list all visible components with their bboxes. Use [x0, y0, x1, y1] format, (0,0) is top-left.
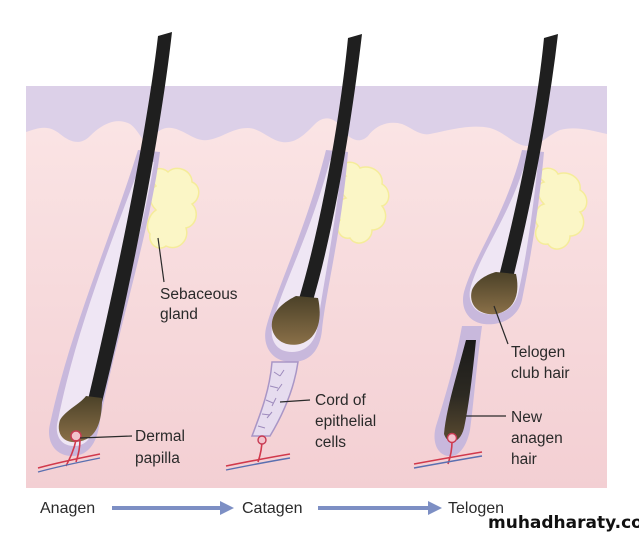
stage-catagen: Catagen	[242, 500, 303, 517]
leader-lines	[79, 237, 509, 439]
club-bulb-catagen	[271, 296, 320, 345]
arrow-right-icon	[112, 501, 234, 515]
vessel-blue-telogen	[413, 455, 483, 469]
labels: Sebaceous gland Dermal papilla Cord of e…	[135, 286, 570, 468]
watermark: muhadharaty.com	[488, 513, 639, 533]
stage-anagen: Anagen	[40, 500, 95, 517]
vessel-blue-anagen	[37, 457, 101, 473]
sebaceous-gland-anagen	[146, 167, 200, 249]
epidermis	[26, 86, 607, 146]
hair-shaft-catagen	[298, 34, 362, 304]
stage-telogen: Telogen	[448, 500, 504, 517]
dermal-leader	[79, 435, 133, 439]
new-anagen-hair	[444, 340, 476, 442]
sebaceous-glands	[146, 161, 588, 250]
cord-cells	[257, 369, 285, 429]
label-dermal-papilla: Dermal papilla	[135, 428, 189, 467]
label-sebaceous-gland: Sebaceous gland	[160, 286, 242, 323]
label-cord-of-epithelial-cells: Cord of epithelial cells	[315, 392, 381, 451]
vessel-blue-catagen	[225, 457, 291, 471]
label-new-anagen-hair: New anagen hair	[511, 409, 567, 468]
sebaceous-leader	[157, 237, 165, 283]
follicle-telogen	[413, 34, 558, 469]
dermal-papilla-anagen	[70, 430, 82, 442]
vessel-red-anagen	[37, 439, 101, 469]
dermal-papilla-telogen	[446, 432, 458, 444]
club-leader	[493, 305, 509, 345]
cord-leader	[279, 399, 311, 403]
hair-shaft-telogen	[498, 34, 558, 282]
arrow-right-icon	[318, 501, 442, 515]
stage-row: Anagen Catagen Telogen	[40, 500, 504, 517]
dermal-papilla-catagen	[257, 435, 267, 445]
sebaceous-gland-telogen	[534, 167, 588, 250]
label-telogen-club-hair: Telogen club hair	[511, 344, 570, 382]
follicle-anagen	[37, 32, 172, 473]
hair-shaft-anagen	[86, 32, 172, 410]
hair-bulb-anagen	[58, 396, 102, 443]
club-bulb-telogen	[471, 272, 518, 315]
follicle-catagen	[225, 34, 362, 471]
